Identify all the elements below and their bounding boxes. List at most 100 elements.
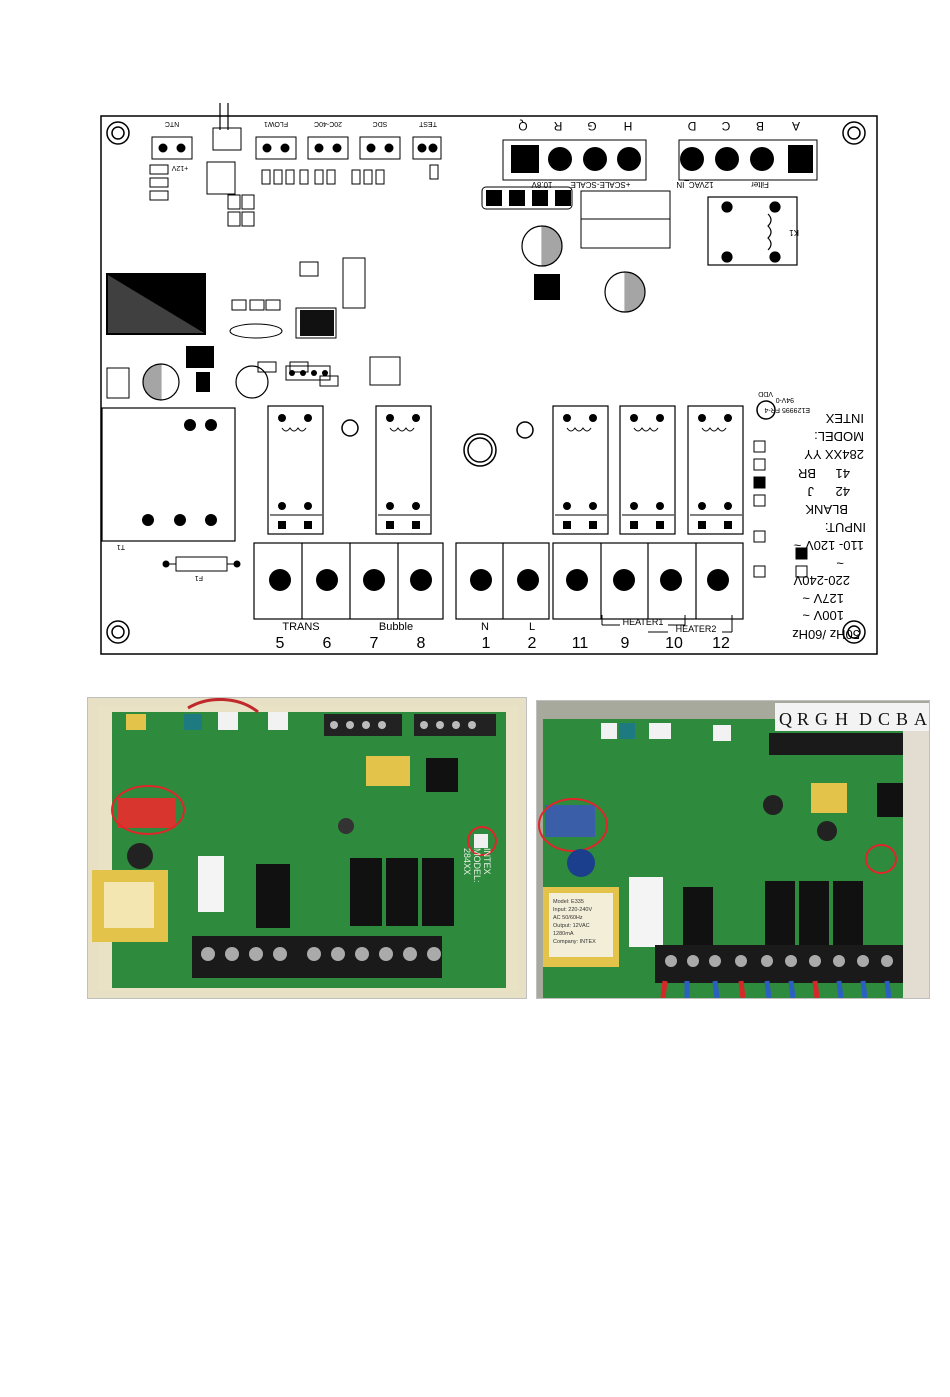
label-ntc: NTC [165,120,179,127]
spec-model-value: 284XX YY [804,447,864,462]
transformer-line-4: Output: 12VAC [553,923,590,929]
photo-right-letters: Q R G H D C B A [775,703,929,731]
annotation-circle-left-module [111,785,185,835]
label-f1: F1 [195,574,203,581]
label-n: N [481,621,489,633]
pcb-silkscreen-diagram: Q R G H D C B A Filter 12VAC_IN +SCALE -… [100,103,878,655]
board-outline [100,115,878,655]
spec-tilde: ~ [836,556,844,571]
terminal-screws [269,569,729,591]
smd-components [149,164,573,387]
terminal-number-10: 10 [665,635,683,652]
power-relays [267,405,744,535]
label-trans: TRANS [282,621,319,633]
label-plus12v: +12V [171,164,188,171]
photo-right-letter-d: D [859,709,872,729]
board-photo-left: INTEX MODEL: 284XX [87,697,527,999]
crystal-y [229,323,283,339]
voltage-regulator-u5 [106,273,206,335]
terminal-group-labels: TRANS Bubble N L HEATER1 HEATER2 [282,617,716,634]
label-94v0: 94V-0 [776,396,794,403]
transformer-line-1: Model: E335 [553,899,584,905]
label-12vac-in: 12VAC_IN [676,180,713,189]
label-heater2: HEATER2 [676,624,717,634]
top-small-connectors [151,103,442,195]
annotation-circle-right-missing [865,844,897,874]
connector-letter-h: H [624,119,633,133]
photo-right-letter-q: Q [779,709,792,729]
annotation-circle-right-module [538,798,608,852]
terminal-numbers: 5 6 7 8 1 2 11 9 10 12 [276,635,730,652]
spec-freq: 50Hz /60Hz [792,627,860,642]
label-k1: K1 [789,228,799,237]
spec-br: BR [798,466,816,481]
mounting-holes [106,121,866,644]
spec-model-label: MODEL: [814,429,864,444]
relay-pins [278,414,732,529]
spec-blank: BLANK [805,502,848,517]
spec-220-240v: 220-240V [793,573,850,588]
photo-left-text-intex: INTEX [482,848,492,875]
spec-110-120v: 110- 120V ~ [793,538,864,553]
transformer-line-6: Company: INTEX [553,939,596,945]
photo-left-text-model: MODEL: [472,848,482,883]
fuse-f1 [162,556,241,572]
spec-100v: 100V ~ [802,608,844,623]
board-photo-left-drawing: INTEX MODEL: 284XX [92,698,518,991]
connector-letter-a: A [792,119,800,133]
spec-41: 41 [836,466,850,481]
terminal-number-1: 1 [482,635,491,652]
annotation-circle-left-label [467,826,497,856]
photo-right-letter-r: R [797,709,809,729]
spec-127v: 127V ~ [802,591,844,606]
label-l: L [529,621,535,633]
terminal-number-9: 9 [621,635,630,652]
board-photo-right-drawing: Q R G H D C B A Model: E335 Input: 2 [537,701,929,998]
label-heater1: HEATER1 [623,617,664,627]
label-20c-40c: 20C-40C [314,120,342,127]
bottom-terminal-block [253,542,744,620]
label-filter: Filter [751,180,769,189]
relay-k1 [707,196,798,266]
connector-letter-c: C [721,119,730,133]
label-vdd: VDD [758,390,773,397]
photo-right-letter-a: A [914,709,927,729]
terminal-number-8: 8 [417,635,426,652]
electrolytic-capacitors [142,225,646,401]
terminal-number-5: 5 [276,635,285,652]
terminal-number-2: 2 [528,635,537,652]
terminal-number-6: 6 [323,635,332,652]
connector-letter-d: D [687,119,696,133]
photo-left-text-284xx: 284XX [462,848,472,875]
transformer-line-3: AC 50/60Hz [553,915,583,921]
spec-block: 50Hz /60Hz 100V ~ 127V ~ 220-240V ~ 110-… [792,411,866,642]
label-scale-pos: +SCALE [600,180,631,189]
label-bubble: Bubble [379,621,413,633]
photo-right-letter-b: B [896,709,908,729]
board-photo-right: Q R G H D C B A Model: E335 Input: 2 [536,700,930,999]
label-sdc: SDC [373,120,388,127]
label-scale-neg: -SCALE [571,180,600,189]
terminal-number-12: 12 [712,635,730,652]
transformer-t1 [101,407,236,542]
spec-input: INPUT: [825,520,866,535]
connector-letter-q: Q [518,119,527,133]
spec-42: 42 [836,484,850,499]
connector-letter-b: B [756,119,764,133]
spec-j: J [808,484,815,499]
photo-right-letter-c: C [878,709,890,729]
connector-letter-r: R [553,119,562,133]
label-e-code: E129995 FR-4 [764,406,810,413]
label-test: TEST [418,120,437,127]
transformer-label: Model: E335 Input: 220-240V AC 50/60Hz O… [553,899,596,945]
terminal-number-7: 7 [370,635,379,652]
label-flow1: FLOW1 [264,120,288,127]
transformer-line-2: Input: 220-240V [553,907,592,913]
spec-checkboxes [753,440,808,578]
spec-brand: INTEX [825,411,864,426]
terminal-number-11: 11 [572,635,589,652]
label-10-8v: 10.8V [531,180,553,189]
label-t1: T1 [117,543,125,550]
transformer-line-5: 1280mA [553,931,574,937]
connector-letter-g: G [587,119,596,133]
